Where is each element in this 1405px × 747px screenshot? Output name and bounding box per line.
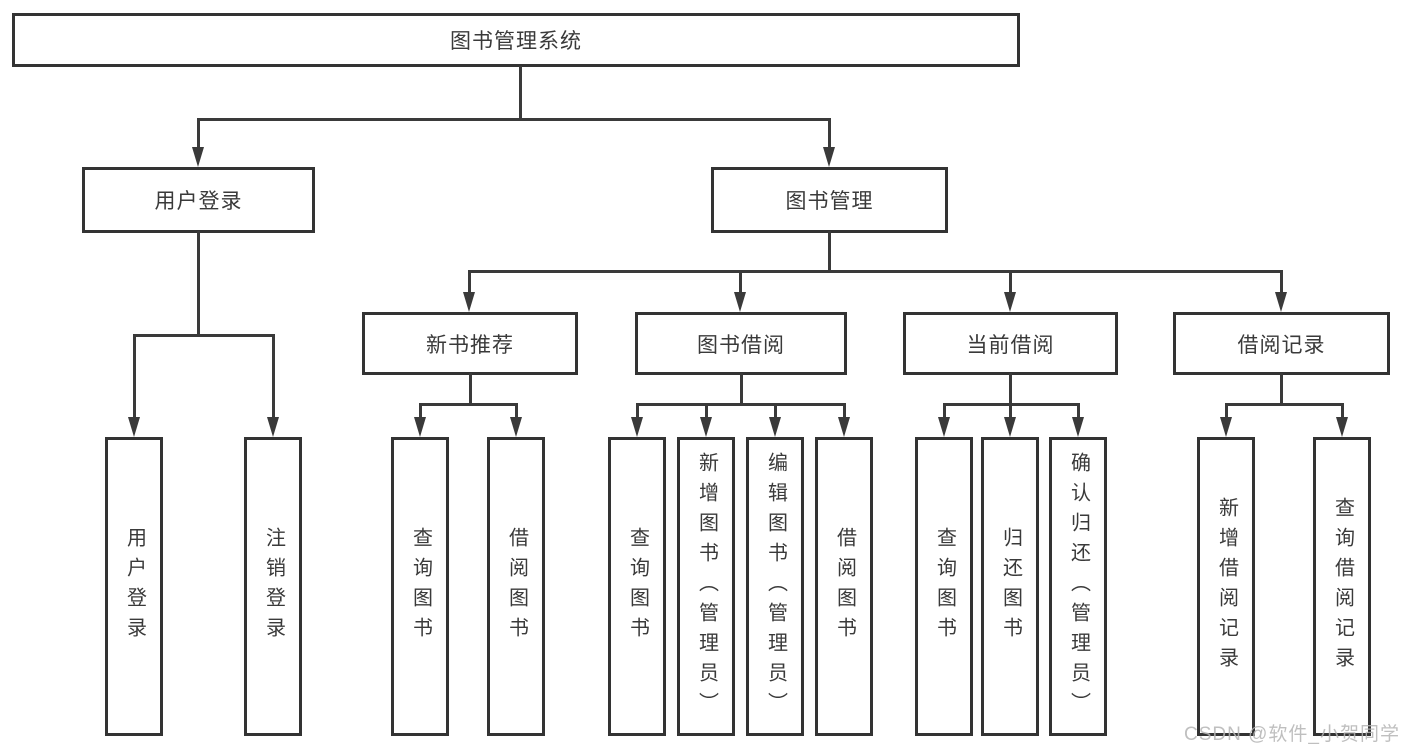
node-leaf-logout: 注销登录 [244, 437, 302, 736]
node-leaf-query-books-recommend: 查询图书 [391, 437, 449, 736]
connector-line [197, 118, 200, 150]
connector-line [774, 403, 777, 420]
connector-arrowhead [267, 417, 279, 437]
node-leaf-add-borrow-record: 新增借阅记录 [1197, 437, 1255, 736]
connector-arrowhead [1072, 417, 1084, 437]
node-label: 查询图书 [933, 526, 956, 647]
connector-arrowhead [700, 417, 712, 437]
node-label: 新增借阅记录 [1215, 496, 1238, 677]
connector-line [828, 231, 831, 273]
node-leaf-query-books-current: 查询图书 [915, 437, 973, 736]
connector-arrowhead [734, 292, 746, 312]
connector-line [1225, 403, 1228, 420]
connector-line [197, 118, 831, 121]
connector-line [419, 403, 422, 420]
node-label: 查询图书 [409, 526, 432, 647]
csdn-watermark: CSDN @软件_小贺同学 [1184, 724, 1400, 745]
node-label: 查询图书 [626, 526, 649, 647]
node-label: 归还图书 [999, 526, 1022, 647]
node-leaf-user-login: 用户登录 [105, 437, 163, 736]
connector-line [272, 334, 275, 419]
node-user-login: 用户登录 [82, 167, 315, 233]
connector-arrowhead [1004, 417, 1016, 437]
node-borrowing-records: 借阅记录 [1173, 312, 1390, 375]
connector-line [943, 403, 946, 420]
connector-line [197, 231, 200, 337]
node-leaf-query-borrow-record: 查询借阅记录 [1313, 437, 1371, 736]
connector-arrowhead [192, 147, 204, 167]
node-leaf-return-books: 归还图书 [981, 437, 1039, 736]
node-label: 图书管理 [785, 190, 874, 213]
node-label: 编辑图书（管理员） [764, 451, 787, 722]
connector-line [636, 403, 639, 420]
connector-arrowhead [463, 292, 475, 312]
connector-line [468, 270, 1283, 273]
connector-line [419, 403, 518, 406]
connector-line [740, 373, 743, 406]
node-library-management-system: 图书管理系统 [12, 13, 1020, 67]
connector-line [468, 270, 471, 295]
node-current-borrowing: 当前借阅 [903, 312, 1118, 375]
node-book-borrowing: 图书借阅 [635, 312, 847, 375]
connector-line [636, 403, 846, 406]
connector-line [1225, 403, 1344, 406]
connector-line [515, 403, 518, 420]
connector-line [1341, 403, 1344, 420]
connector-arrowhead [769, 417, 781, 437]
connector-arrowhead [414, 417, 426, 437]
connector-arrowhead [823, 147, 835, 167]
connector-line [739, 270, 742, 295]
connector-line [1280, 270, 1283, 295]
connector-line [1077, 403, 1080, 420]
node-label: 借阅图书 [505, 526, 528, 647]
connector-arrowhead [510, 417, 522, 437]
node-label: 用户登录 [123, 526, 146, 647]
node-new-book-recommendation: 新书推荐 [362, 312, 578, 375]
connector-line [1009, 373, 1012, 406]
connector-arrowhead [938, 417, 950, 437]
connector-arrowhead [1004, 292, 1016, 312]
connector-line [519, 66, 522, 121]
node-leaf-edit-books-admin: 编辑图书（管理员） [746, 437, 804, 736]
connector-arrowhead [1220, 417, 1232, 437]
connector-arrowhead [838, 417, 850, 437]
node-label: 新书推荐 [426, 333, 514, 357]
connector-line [1009, 403, 1012, 420]
connector-arrowhead [128, 417, 140, 437]
connector-arrowhead [1336, 417, 1348, 437]
node-label: 新增图书（管理员） [695, 451, 718, 722]
connector-line [133, 334, 136, 419]
node-label: 借阅记录 [1237, 333, 1326, 357]
node-label: 注销登录 [262, 526, 285, 647]
node-label: 确认归还（管理员） [1067, 451, 1090, 722]
connector-arrowhead [631, 417, 643, 437]
node-label: 用户登录 [154, 190, 243, 213]
node-label: 图书管理系统 [450, 30, 582, 53]
connector-line [828, 118, 831, 150]
node-leaf-borrow-books-recommend: 借阅图书 [487, 437, 545, 736]
connector-arrowhead [1275, 292, 1287, 312]
node-book-management: 图书管理 [711, 167, 948, 233]
node-leaf-add-books-admin: 新增图书（管理员） [677, 437, 735, 736]
node-label: 图书借阅 [697, 333, 785, 357]
node-label: 查询借阅记录 [1331, 496, 1354, 677]
connector-line [1280, 373, 1283, 406]
connector-line [133, 334, 275, 337]
connector-line [843, 403, 846, 420]
connector-line [1009, 270, 1012, 295]
node-leaf-query-books-borrowing: 查询图书 [608, 437, 666, 736]
connector-line [469, 373, 472, 406]
node-leaf-confirm-return-admin: 确认归还（管理员） [1049, 437, 1107, 736]
node-leaf-borrow-books-borrowing: 借阅图书 [815, 437, 873, 736]
node-label: 借阅图书 [833, 526, 856, 647]
connector-line [705, 403, 708, 420]
node-label: 当前借阅 [966, 333, 1055, 357]
